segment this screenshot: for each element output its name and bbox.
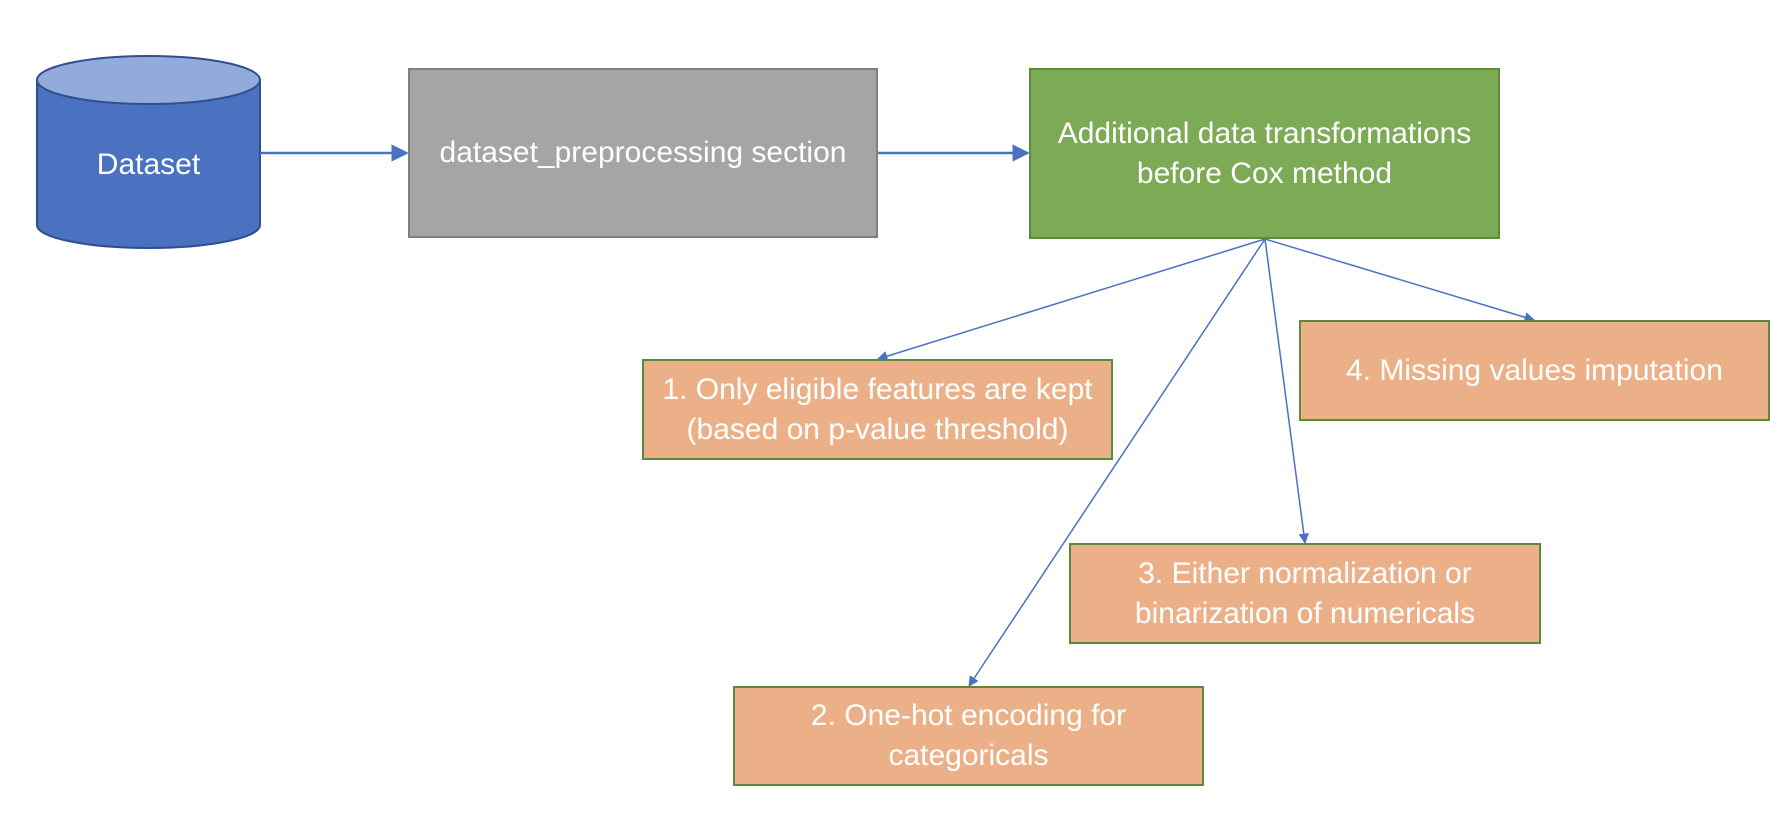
arrow-to-step1	[876, 238, 1266, 362]
step-3-label-line-1: 3. Either normalization or	[1138, 556, 1472, 590]
arrow-to-step2	[968, 238, 1266, 687]
arrow-to-step3	[1264, 238, 1309, 545]
dataset-label: Dataset	[96, 148, 201, 181]
step-2-label-line-2: categoricals	[888, 739, 1049, 772]
database-icon	[36, 55, 261, 249]
step-2-label-line-1: 2. One-hot encoding for	[810, 699, 1127, 732]
step-1-node: 1. Only eligible features are kept (base…	[642, 359, 1113, 460]
step-4-label: 4. Missing values imputation	[1346, 353, 1723, 387]
preprocessing-node: dataset_preprocessing section	[408, 68, 878, 238]
step-3-label-line-2: binarization of numericals	[1134, 596, 1476, 630]
step-3-node: 3. Either normalization or binarization …	[1069, 543, 1541, 644]
step-4-node: 4. Missing values imputation	[1299, 320, 1770, 421]
transformations-label-line-2: before Cox method	[1136, 156, 1393, 190]
transformations-label-line-1: Additional data transformations	[1057, 116, 1472, 150]
preprocessing-label: dataset_preprocessing section	[439, 136, 847, 169]
arrow-to-step4	[1264, 238, 1536, 323]
step-1-label-line-1: 1. Only eligible features are kept	[662, 372, 1093, 406]
step-2-node: 2. One-hot encoding for categoricals	[733, 686, 1204, 786]
step-1-label-line-2: (based on p-value threshold)	[686, 412, 1069, 446]
transformations-node: Additional data transformations before C…	[1029, 68, 1500, 239]
